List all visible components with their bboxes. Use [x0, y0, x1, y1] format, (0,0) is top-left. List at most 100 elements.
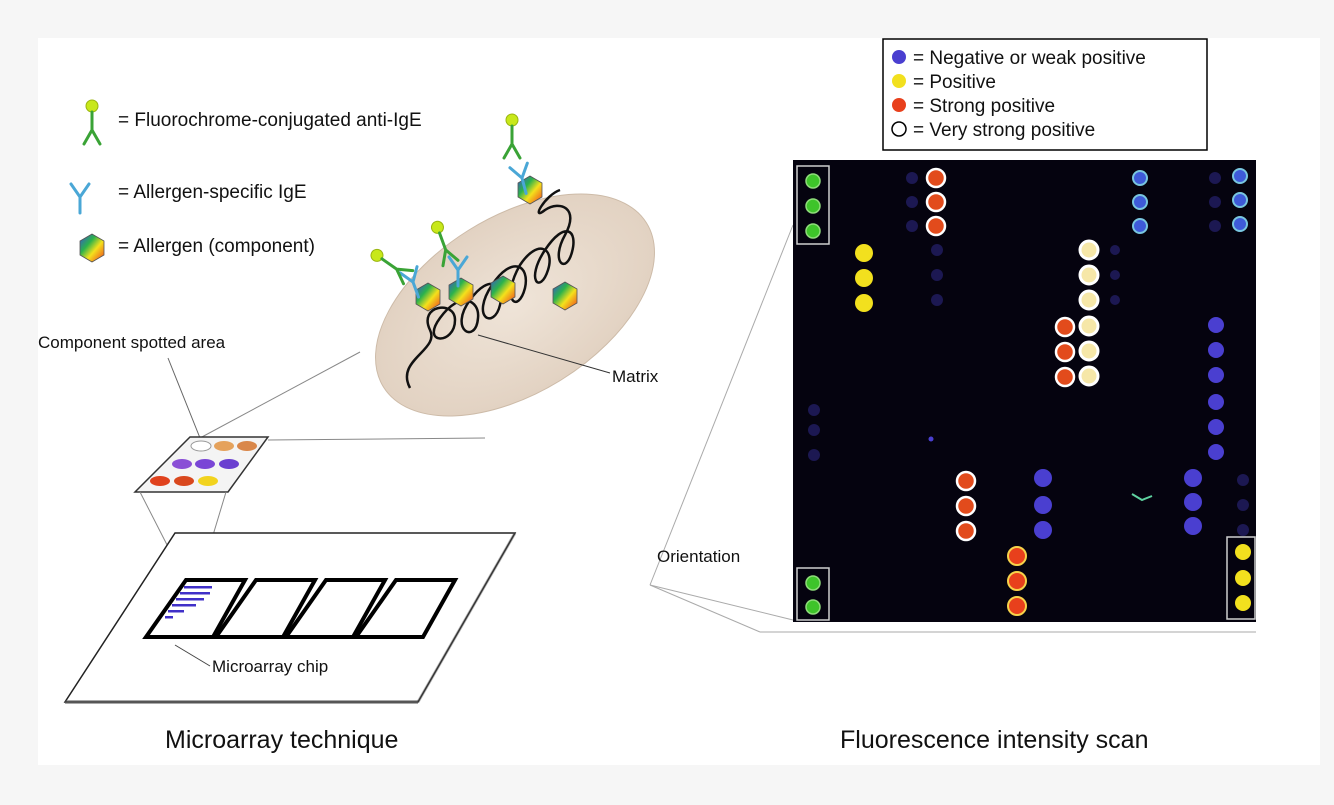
scan-spot-white: [1078, 239, 1100, 261]
orientation-box: [1226, 536, 1256, 620]
matrix-oval: Matrix: [365, 112, 659, 417]
scan-spot-dim: [1209, 196, 1221, 208]
scan-spot-dim: [808, 424, 820, 436]
scan-spot-white: [1078, 315, 1100, 337]
scan-spot-dim: [1209, 172, 1221, 184]
orientation-box: [796, 165, 830, 245]
microarray-chip: Microarray chip: [63, 532, 517, 704]
scan-spot-green: [805, 223, 821, 239]
scan-spot-cyan: [1132, 218, 1148, 234]
scan-spot-green: [805, 575, 821, 591]
caption-fluorescence-scan: Fluorescence intensity scan: [840, 726, 1148, 754]
scan-spot-white: [1078, 289, 1100, 311]
scan-spot-blue: [1184, 493, 1202, 511]
label-matrix: Matrix: [612, 367, 659, 386]
white-ring-icon: [891, 121, 907, 137]
legend-label-strong: = Strong positive: [913, 96, 1055, 117]
spotted-area: Component spotted area: [38, 333, 486, 586]
scan-spot-dim: [1237, 474, 1249, 486]
scan-spot-yellow: [855, 294, 873, 312]
scan-spot-white-red: [925, 215, 947, 237]
scan-image: [793, 160, 1256, 622]
scan-spot-yellow: [855, 269, 873, 287]
scan-spot-blue: [1184, 517, 1202, 535]
scan-spot-white-red: [1054, 316, 1076, 338]
scan-spot-dim: [808, 404, 820, 416]
scan-spot-cyan: [1232, 168, 1248, 184]
scan-spot-blue: [1208, 394, 1224, 410]
scan-spot-yellow: [1235, 570, 1251, 586]
blue-dot-icon: [892, 50, 906, 64]
allergen-hexagon-icon: [79, 233, 105, 263]
scan-spot-blue: [1034, 469, 1052, 487]
scan-spot-cyan: [1232, 192, 1248, 208]
scan-spot-white: [1078, 264, 1100, 286]
scan-spot-dim: [1110, 245, 1120, 255]
fluorescence-scan: Orientation: [649, 160, 1256, 633]
antibody-green-icon: [502, 112, 522, 160]
legend-label-allergen: = Allergen (component): [118, 236, 315, 257]
scan-spot-white-red: [1054, 341, 1076, 363]
antibody-green-icon: [82, 98, 102, 146]
scan-spot-dim: [931, 269, 943, 281]
legend-label-anti-ige: = Fluorochrome-conjugated anti-IgE: [118, 110, 422, 131]
scan-spot-white: [1078, 365, 1100, 387]
scan-spots: [805, 167, 1251, 616]
scan-spot-white-red: [925, 167, 947, 189]
scan-spot-cyan: [1132, 194, 1148, 210]
scan-spot-blue: [1184, 469, 1202, 487]
scan-spot-dim: [906, 196, 918, 208]
scan-spot-dim: [1237, 499, 1249, 511]
scan-spot-dim: [906, 172, 918, 184]
scan-spot-dim: [931, 294, 943, 306]
label-component-spotted-area: Component spotted area: [38, 333, 226, 352]
scan-spot-dim: [931, 244, 943, 256]
scan-spot-yellow: [855, 244, 873, 262]
scan-spot-red: [1007, 596, 1027, 616]
scan-spot-dim: [1237, 524, 1249, 536]
legend-label-ige: = Allergen-specific IgE: [118, 182, 307, 203]
legend-left: = Fluorochrome-conjugated anti-IgE = All…: [69, 98, 422, 263]
legend-label-positive: = Positive: [913, 72, 996, 93]
scan-spot-green: [805, 173, 821, 189]
scan-spot-dim: [808, 449, 820, 461]
legend-label-very-strong: = Very strong positive: [913, 120, 1095, 141]
legend-right: = Negative or weak positive = Positive =…: [882, 38, 1208, 151]
scan-spot-dim: [1110, 295, 1120, 305]
label-orientation: Orientation: [657, 547, 740, 566]
scan-spot-white-red: [955, 495, 977, 517]
scan-spot-white-red: [1054, 366, 1076, 388]
scan-spot-blue: [1208, 419, 1224, 435]
scan-spot-cyan: [1132, 170, 1148, 186]
scan-spot-blue: [1208, 317, 1224, 333]
label-microarray-chip: Microarray chip: [212, 657, 328, 676]
scan-spot-red: [1007, 571, 1027, 591]
scan-spot-red: [1007, 546, 1027, 566]
scan-spot-dim: [906, 220, 918, 232]
matrix-strand: [405, 188, 575, 389]
scan-spot-white-red: [955, 470, 977, 492]
scan-spot-green: [805, 198, 821, 214]
yellow-dot-icon: [892, 74, 906, 88]
legend-label-negative: = Negative or weak positive: [913, 48, 1146, 69]
scan-spot-yellow: [1235, 595, 1251, 611]
scan-spot-cyan: [1232, 216, 1248, 232]
orientation-box: [796, 567, 830, 621]
scan-spot-blue: [1034, 496, 1052, 514]
scan-spot-dim: [1110, 270, 1120, 280]
scan-spot-white-red: [955, 520, 977, 542]
scan-spot-yellow: [1235, 544, 1251, 560]
scan-spot-green: [805, 599, 821, 615]
antibody-blue-icon: [69, 182, 91, 215]
scan-spot-dim: [1209, 220, 1221, 232]
caption-microarray-technique: Microarray technique: [165, 726, 398, 754]
scan-spot-blue: [928, 436, 934, 442]
scan-spot-blue: [1208, 367, 1224, 383]
scan-spot-blue: [1208, 342, 1224, 358]
red-dot-icon: [892, 98, 906, 112]
scan-spot-white-red: [925, 191, 947, 213]
scan-spot-blue: [1034, 521, 1052, 539]
scan-spot-white: [1078, 340, 1100, 362]
scan-spot-blue: [1208, 444, 1224, 460]
